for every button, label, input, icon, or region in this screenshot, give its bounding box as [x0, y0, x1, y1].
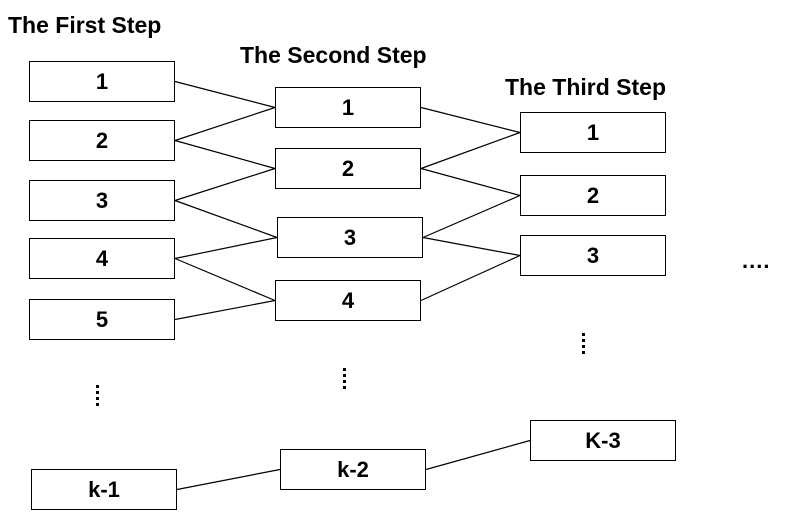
edge-s1-4-to-s2-3 [174, 236, 278, 260]
third-step-node-k-3: K-3 [530, 420, 676, 461]
first-step-ellipsis [96, 385, 102, 409]
edge-s1-3-to-s2-3 [174, 199, 278, 239]
first-step-node-5: 5 [29, 299, 175, 340]
first-step-node-1: 1 [29, 61, 175, 102]
edge-s2-1-to-s3-1 [420, 106, 521, 134]
edge-s1-5-to-s2-4 [174, 299, 276, 321]
second-step-node-k-2: k-2 [280, 449, 426, 490]
second-step-node-4: 4 [275, 280, 421, 321]
second-step-node-2: 2 [275, 148, 421, 189]
third-step-title: The Third Step [505, 74, 666, 100]
edge-s2-3-to-s3-2 [422, 194, 521, 239]
second-step-title: The Second Step [240, 42, 427, 68]
edge-s2-3-to-s3-3 [422, 236, 521, 257]
edge-s2-2-to-s3-1 [420, 131, 521, 170]
continuation-ellipsis: .... [742, 248, 771, 273]
third-step-node-1: 1 [520, 112, 666, 153]
third-step-ellipsis [582, 333, 588, 357]
second-step-ellipsis [343, 368, 349, 392]
third-step-node-2: 2 [520, 175, 666, 216]
first-step-node-4: 4 [29, 238, 175, 279]
first-step-node-k-1: k-1 [31, 469, 177, 510]
edge-s1-1-to-s2-1 [174, 80, 276, 109]
edge-s1-2-to-s2-1 [174, 106, 276, 142]
edge-s2-4-to-s3-3 [420, 254, 521, 302]
first-step-title: The First Step [8, 12, 162, 38]
edge-s1-4-to-s2-4 [174, 257, 276, 302]
first-step-node-2: 2 [29, 120, 175, 161]
third-step-node-3: 3 [520, 235, 666, 276]
edge-s1-2-to-s2-2 [174, 139, 276, 170]
edge-s2-2-to-s3-2 [420, 167, 521, 197]
edge-s2-k-2-to-s3-K-3 [425, 439, 531, 471]
second-step-node-3: 3 [277, 217, 423, 258]
second-step-node-1: 1 [275, 87, 421, 128]
edge-s1-3-to-s2-2 [174, 167, 276, 202]
first-step-node-3: 3 [29, 180, 175, 221]
edge-s1-k-1-to-s2-k-2 [176, 468, 281, 491]
